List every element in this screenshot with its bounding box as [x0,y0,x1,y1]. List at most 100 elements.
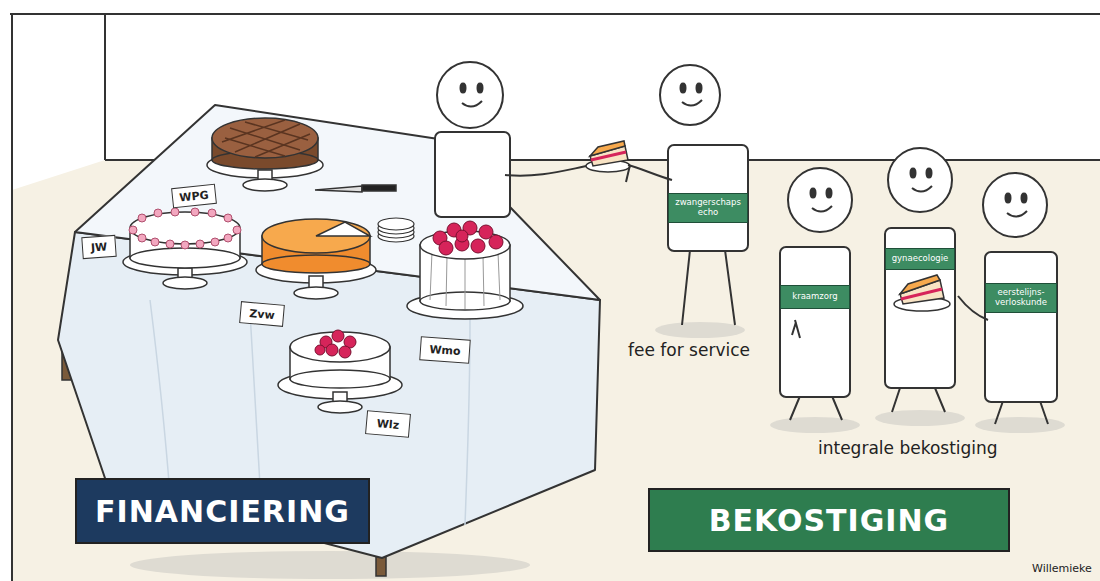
title-banner: FINANCIERING [75,478,370,544]
pink-trim-cake [181,241,189,249]
node-text: eerstelijns- verloskunde [988,288,1054,308]
raspberry-cake [326,344,338,356]
node-text: BEKOSTIGING [709,503,950,538]
pecan-pie [212,118,318,158]
figure-echo [682,100,702,106]
figure-verloskunde [958,296,988,320]
room [11,14,13,581]
figure-verloskunde [1007,211,1027,217]
raspberry-bundt [456,230,468,242]
raspberry-cake [315,330,356,358]
figure-gynaecologie [892,388,945,412]
cake-slice [894,275,950,311]
role-band: zwangerschaps echo [668,193,748,223]
raspberry-cake [318,401,362,413]
raspberry-bundt [489,235,503,249]
figure-echo [628,165,672,180]
figure-echo [697,84,702,93]
cake-tag: Zvw [239,301,285,327]
tablecloth [75,105,600,300]
cake-slice [590,141,625,156]
figure-kraamzorg [788,168,852,232]
orange-cake [262,255,370,273]
node-text: Wlz [376,417,399,432]
server-figure [462,101,482,107]
figure-kraamzorg [827,189,832,198]
figure-gynaecologie [885,228,955,388]
pink-trim-cake [171,208,179,216]
pink-trim-cake [151,238,159,246]
pecan-pie [207,118,323,191]
raspberry-cake [339,346,351,358]
floor-shadow [770,417,860,433]
pecan-pie [222,120,310,157]
cake-knife [315,185,396,192]
node-text: Wmo [429,342,461,357]
raspberry-cake [290,370,390,388]
pink-trim-cake [154,209,162,217]
raspberry-cake [315,345,325,355]
pink-trim-cake [138,234,146,242]
cake-slice [586,141,630,172]
plate-stack [378,218,414,230]
figure-echo [668,145,748,251]
server-figure [435,132,510,217]
pink-trim-cake [123,208,247,289]
figure-verloskunde [995,401,1048,424]
node-text: kraamzorg [792,292,838,302]
cake-tag: Wmo [419,336,471,363]
pink-trim-cake [233,226,241,234]
title-banner: BEKOSTIGING [648,488,1010,552]
figure-gynaecologie [885,148,955,412]
cake-tag: WPG [171,184,217,208]
raspberry-bundt [407,221,523,319]
pink-trim-cake [138,214,146,222]
pink-trim-cake [129,208,241,249]
plate-stack [378,218,414,242]
raspberry-bundt [439,241,453,255]
room [12,160,1100,581]
room [104,14,106,160]
node-text: Zvw [249,306,275,321]
orange-cake [294,287,338,299]
pecan-pie [243,179,287,191]
figure-gynaecologie [888,148,952,212]
payment-label: integrale bekostiging [818,438,998,458]
server-figure [435,62,592,217]
payment-label: fee for service [628,340,750,360]
node-text: zwangerschaps echo [671,198,745,218]
raspberry-bundt [433,221,503,255]
role-band: gynaecologie [885,248,955,270]
orange-cake [316,222,370,236]
pink-trim-cake [191,208,199,216]
figure-kraamzorg [780,247,850,397]
pink-trim-cake [129,226,137,234]
figure-echo [681,84,686,93]
cake-knife [315,186,362,192]
server-figure [478,84,483,93]
node-text: WPG [179,188,209,204]
pink-trim-cake [196,240,204,248]
room [10,14,1100,581]
figure-kraamzorg [811,189,816,198]
figure-gynaecologie [911,169,916,178]
floor-shadow [130,551,530,579]
orange-cake [256,219,376,299]
server-figure [437,62,503,128]
floor-shadow [875,410,965,426]
role-band: eerstelijns- verloskunde [985,283,1057,313]
figure-verloskunde [985,252,1057,402]
cake-tag: Wlz [365,410,411,438]
figure-echo [626,165,630,182]
cake-slice [900,275,940,294]
raspberry-bundt [471,239,485,253]
floor-shadow [975,417,1065,433]
role-band: kraamzorg [780,285,850,309]
figure-verloskunde [983,173,1047,237]
room [10,13,1100,15]
pink-trim-cake [208,209,216,217]
node-text: gynaecologie [892,254,949,264]
raspberry-cake [278,330,402,413]
raspberry-bundt [430,252,500,309]
figure-echo [660,65,720,125]
